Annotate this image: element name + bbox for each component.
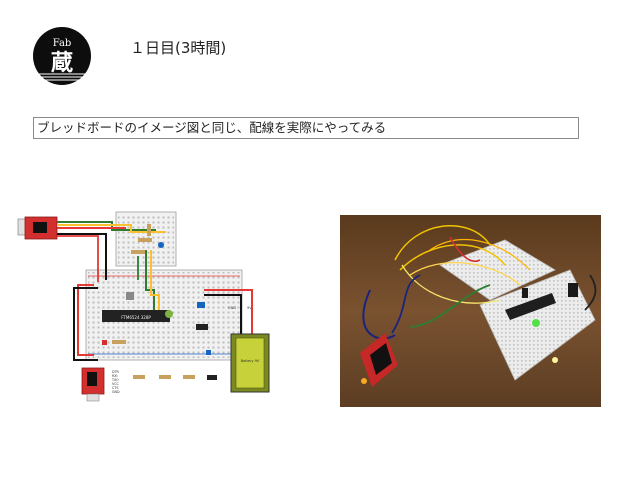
logo-kanji: 蔵 (51, 50, 73, 76)
chip-label: FTM6524 328P (121, 315, 151, 320)
pin-label: GND (112, 390, 120, 394)
ftdi-board-lower (81, 367, 105, 402)
ftdi-board (17, 216, 58, 240)
pin-label: CTS (112, 386, 118, 390)
pin-label: RXI (112, 374, 118, 378)
pin-label: DTR (112, 370, 120, 374)
battery-9v: Battery 9V (230, 333, 270, 393)
fab-kura-logo: Fab 蔵 (33, 27, 91, 85)
battery-text: Battery 9V (241, 359, 260, 363)
9v-label: 9V (247, 306, 252, 310)
gnd-label: GND (228, 306, 236, 310)
slide-title: １日目(3時間) (130, 39, 227, 57)
pin-label: TXO (111, 378, 119, 382)
description-box: ブレッドボードのイメージ図と同じ、配線を実際にやってみる (33, 117, 579, 139)
photo-ftdi-board (360, 333, 398, 387)
logo-top-text: Fab (53, 38, 72, 49)
pin-label: VCC (112, 382, 120, 386)
breadboard-diagram: FTM6524 328P GND 9V Battery 9V DTR RXI T… (17, 211, 270, 402)
breadboard-photo (340, 215, 601, 407)
atmega-chip (102, 310, 170, 322)
